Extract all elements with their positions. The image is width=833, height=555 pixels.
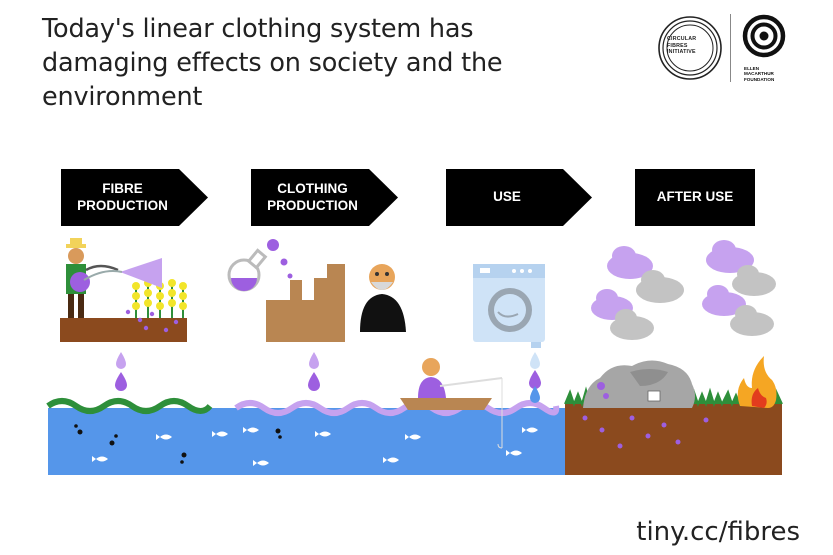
- drop-blue-3: [530, 386, 540, 403]
- washing-machine-icon: [473, 264, 545, 348]
- drop-dark-1: [115, 372, 127, 391]
- drop-dark-3: [529, 370, 541, 389]
- factory-building: [266, 264, 345, 342]
- footer-url[interactable]: tiny.cc/fibres: [636, 517, 800, 547]
- emf-line-3: FOUNDATION: [744, 76, 775, 82]
- stage-after-label: AFTER USE: [656, 189, 734, 205]
- water: [48, 408, 565, 475]
- landfill-soil: [565, 402, 782, 475]
- title-line-2: damaging effects on society and the: [42, 48, 503, 78]
- pesticide-spray: [120, 258, 162, 288]
- emf-line-2: MACARTHUR: [744, 71, 774, 77]
- page-title: Today's linear clothing system has damag…: [42, 12, 602, 114]
- stage-after-use: AFTER USE: [635, 169, 755, 226]
- fish-group: [92, 427, 538, 466]
- stage-clothing-label: CLOTHING PRODUCTION: [267, 181, 358, 213]
- landfill-paper: [647, 390, 661, 402]
- drop-light-1: [116, 352, 126, 369]
- chemical-flask-icon: [227, 248, 268, 292]
- emf-line-1: ELLEN: [744, 66, 760, 71]
- debris-particles: [74, 424, 282, 464]
- landfill-shade: [630, 369, 668, 386]
- cfi-line-2: FIBRES: [667, 42, 688, 49]
- stage-use-label: USE: [493, 189, 521, 205]
- fisherman-boat: [400, 358, 503, 449]
- title-line-3: environment: [42, 82, 203, 112]
- wave-purple: [234, 400, 560, 416]
- pollution-clouds: [591, 240, 776, 340]
- cfi-line-3: INITIATIVE: [667, 49, 696, 55]
- cfi-logo-text: CIRCULAR FIBRES INITIATIVE: [667, 36, 713, 56]
- drop-light-2: [309, 352, 319, 369]
- circular-fibres-logo: [658, 16, 722, 80]
- cfi-line-1: CIRCULAR: [667, 36, 697, 42]
- drop-dark-2: [308, 372, 320, 391]
- title-line-1: Today's linear clothing system has: [42, 14, 474, 44]
- logo-divider: [730, 14, 731, 82]
- fire-icon: [737, 356, 777, 408]
- farmer-figure: [66, 238, 123, 318]
- stage-clothing-production: CLOTHING PRODUCTION: [251, 169, 398, 226]
- factory-worker: [360, 264, 406, 332]
- ellen-macarthur-logo: [742, 14, 786, 58]
- emf-logo-text: ELLEN MACARTHUR FOUNDATION: [744, 66, 774, 82]
- stage-fibre-label: FIBRE PRODUCTION: [77, 181, 168, 213]
- drop-light-3: [530, 352, 540, 369]
- wave-green: [46, 398, 213, 414]
- stage-use: USE: [446, 169, 592, 226]
- partner-logos: CIRCULAR FIBRES INITIATIVE ELLEN MACARTH…: [655, 14, 795, 86]
- stage-fibre-production: FIBRE PRODUCTION: [61, 169, 208, 226]
